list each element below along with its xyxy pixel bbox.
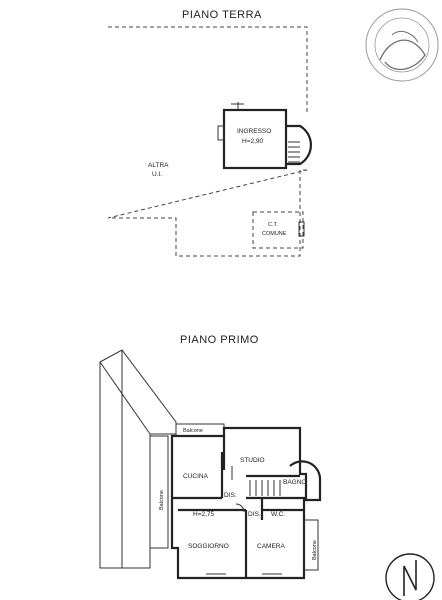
first-floor-title: PIANO PRIMO — [180, 334, 259, 346]
balcony-left-label: Balcone — [159, 490, 165, 510]
entrance-label: INGRESSO — [237, 128, 271, 135]
balcony-right — [303, 519, 319, 571]
official-stamp — [365, 8, 439, 82]
roof-outline — [99, 349, 177, 569]
room-soggiorno: SOGGIORNO — [188, 543, 229, 550]
other-unit-label-1: ALTRA — [148, 162, 169, 169]
first-floor-walls — [170, 426, 322, 580]
room-studio: STUDIO — [240, 457, 265, 464]
entrance-height: H=2,90 — [242, 138, 264, 145]
room-camera: CAMERA — [257, 543, 285, 550]
room-disimpegno-2: DIS. — [248, 511, 261, 518]
room-cucina: CUCINA — [183, 473, 209, 480]
north-arrow-icon — [385, 553, 435, 600]
other-unit-label-2: U.I. — [152, 171, 162, 178]
room-height: H=2,75 — [193, 511, 215, 518]
balcony-top-label: Balcone — [183, 428, 203, 434]
boiler-room-label-1: C.T. — [268, 222, 278, 228]
balcony-left — [149, 435, 169, 549]
entrance-room — [217, 102, 313, 170]
room-disimpegno-1: DIS. — [224, 492, 237, 499]
ground-floor-title: PIANO TERRA — [182, 9, 262, 21]
balcony-right-label: Balcone — [312, 540, 318, 560]
room-wc: W.C. — [271, 511, 285, 518]
boiler-room-label-2: COMUNE — [262, 231, 287, 237]
other-unit-outline — [107, 26, 308, 257]
boiler-room — [252, 211, 305, 249]
room-bagno: BAGNO — [283, 479, 306, 486]
